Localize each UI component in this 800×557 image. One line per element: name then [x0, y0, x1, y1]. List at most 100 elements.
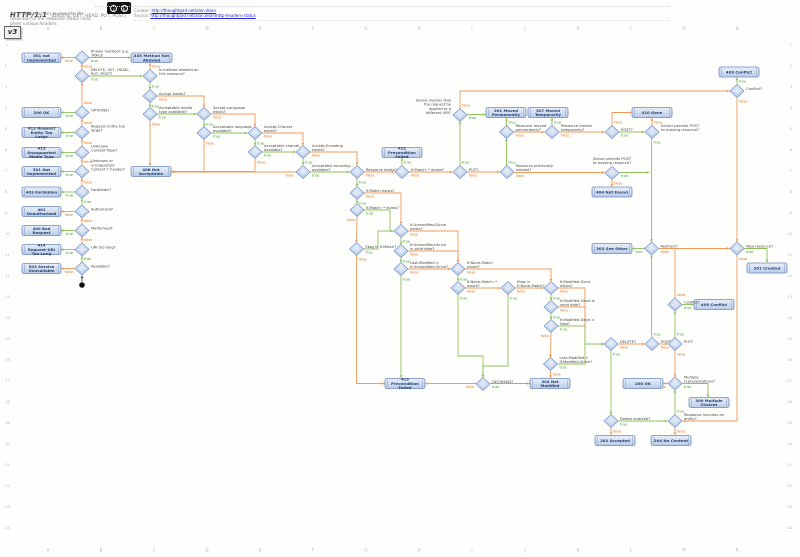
diagram-description: An activity diagram to describe the reso… [10, 11, 92, 26]
edge-true: true [558, 325, 604, 346]
edge-guard-label: false [661, 250, 669, 254]
arrowhead-icon [355, 183, 359, 187]
edge-guard-label: false [677, 430, 685, 434]
edge-true: true [80, 198, 91, 205]
creator-link[interactable]: http://thoughtpad.net/alan.dean [151, 8, 216, 13]
edge-true: true [61, 170, 75, 177]
arrowhead-icon [526, 382, 530, 385]
status-box-label: 301 Moved [494, 108, 518, 113]
decision-label: Request entity too [91, 124, 126, 128]
decision-label: exists? [467, 265, 480, 269]
diamond-highlight [648, 128, 656, 136]
grid-row-label: 9 [790, 210, 793, 215]
edge-guard-label: true [152, 105, 159, 109]
decision-label: Server permits POST [593, 157, 632, 161]
edge-false: false [80, 64, 92, 70]
edge-guard-label: true [66, 134, 73, 138]
status-box [21, 206, 62, 217]
creator-label: Creator: [134, 8, 151, 13]
grid-row-label: 20 [5, 441, 10, 446]
decision-label: permanently? [516, 128, 542, 132]
edge-line [171, 139, 205, 172]
grid-col-label: L [630, 548, 633, 553]
status-box-label: Request [32, 230, 50, 235]
edge-guard-label: false [517, 289, 525, 293]
decision-label: DELETE? [620, 340, 636, 344]
decision-label: Delete enacted? [620, 417, 650, 421]
diamond-highlight [353, 245, 360, 253]
decision-label: exists? [467, 284, 480, 288]
decision-label: representations? [684, 380, 715, 384]
arrowhead-icon [61, 56, 64, 59]
diamond-highlight [78, 208, 86, 215]
edge-false: false [61, 210, 75, 217]
edge-false: false [673, 350, 685, 377]
edge-true: true [609, 350, 620, 415]
status-box-label: 200 OK [635, 381, 652, 386]
arrowhead-icon [497, 286, 501, 290]
edge-true: true [618, 419, 668, 426]
edge-guard-label: false [152, 65, 160, 69]
edge-true: true [481, 294, 517, 378]
decision-delete-enacted: Delete enacted? [603, 413, 650, 429]
diamond-highlight [78, 265, 86, 272]
edge-guard-label: false [620, 345, 628, 349]
box-200-ok-options: 200 OK [21, 107, 62, 118]
arrowhead-icon [726, 89, 730, 93]
cc-license-badge[interactable]: c b [107, 2, 131, 14]
edge-guard-label: false [560, 289, 568, 293]
diamond-highlight [200, 110, 208, 118]
status-box-label: 503 Service [29, 264, 55, 269]
decision-label: exists? [560, 284, 573, 288]
grid-row-label: 1 [790, 42, 793, 47]
edge-true: true [310, 170, 350, 177]
edge-false: false [658, 247, 730, 254]
diamond-highlight [454, 265, 462, 273]
edge-guard-label: false [541, 334, 549, 338]
diamond-shape [74, 145, 90, 160]
grid-col-label: C [153, 548, 156, 553]
grid-col-label: G [364, 548, 367, 553]
edge-true: true [549, 313, 560, 320]
diamond-highlight [503, 168, 511, 176]
grid-col-label: H [417, 26, 420, 31]
edge-false: false [513, 130, 545, 137]
status-box-label: 405 Method Not [134, 53, 169, 58]
source-link[interactable]: http://thoughtpad.net/alan.dean/http-hea… [150, 13, 256, 19]
edge-true: true [148, 82, 159, 90]
decision-lm-gt-ims: Last-Modified >If-Modified-Since? [542, 356, 592, 372]
arrowhead-icon [456, 259, 460, 263]
edge-guard-label: false [613, 430, 621, 434]
edge-guard-label: true [403, 260, 410, 264]
decision-post-top: POST? [604, 124, 633, 140]
decision-label: PUT, POST? [91, 72, 112, 76]
grid-col-label: D [205, 548, 208, 553]
decision-if-match-star-top: If-Match: * exists? [394, 164, 444, 180]
edge-guard-label: false [614, 182, 622, 186]
diamond-shape [603, 336, 619, 352]
decision-label: Response includes an [684, 413, 725, 417]
arrowhead-icon [549, 297, 553, 301]
edge-guard-label: true [404, 161, 411, 165]
edge-guard-label: false [366, 194, 374, 198]
diamond-highlight [648, 245, 655, 252]
decision-label: OPTIONS? [91, 109, 109, 113]
grid-row-label: 19 [787, 420, 792, 425]
edge-guard-label: false [152, 123, 160, 127]
decision-label: If-None-Match [467, 261, 493, 265]
arrowhead-icon [628, 111, 632, 114]
decision-label: Malformed? [91, 227, 113, 231]
edge-guard-label: true [635, 250, 642, 254]
edge-line [364, 192, 402, 225]
status-box-label: Precondition [391, 381, 419, 386]
status-box-label: 204 No Content [654, 438, 688, 443]
grid-row-label: 4 [790, 105, 793, 110]
arrowhead-icon [253, 142, 257, 146]
edge-false: false [171, 158, 265, 173]
arrowhead-icon [664, 342, 668, 346]
